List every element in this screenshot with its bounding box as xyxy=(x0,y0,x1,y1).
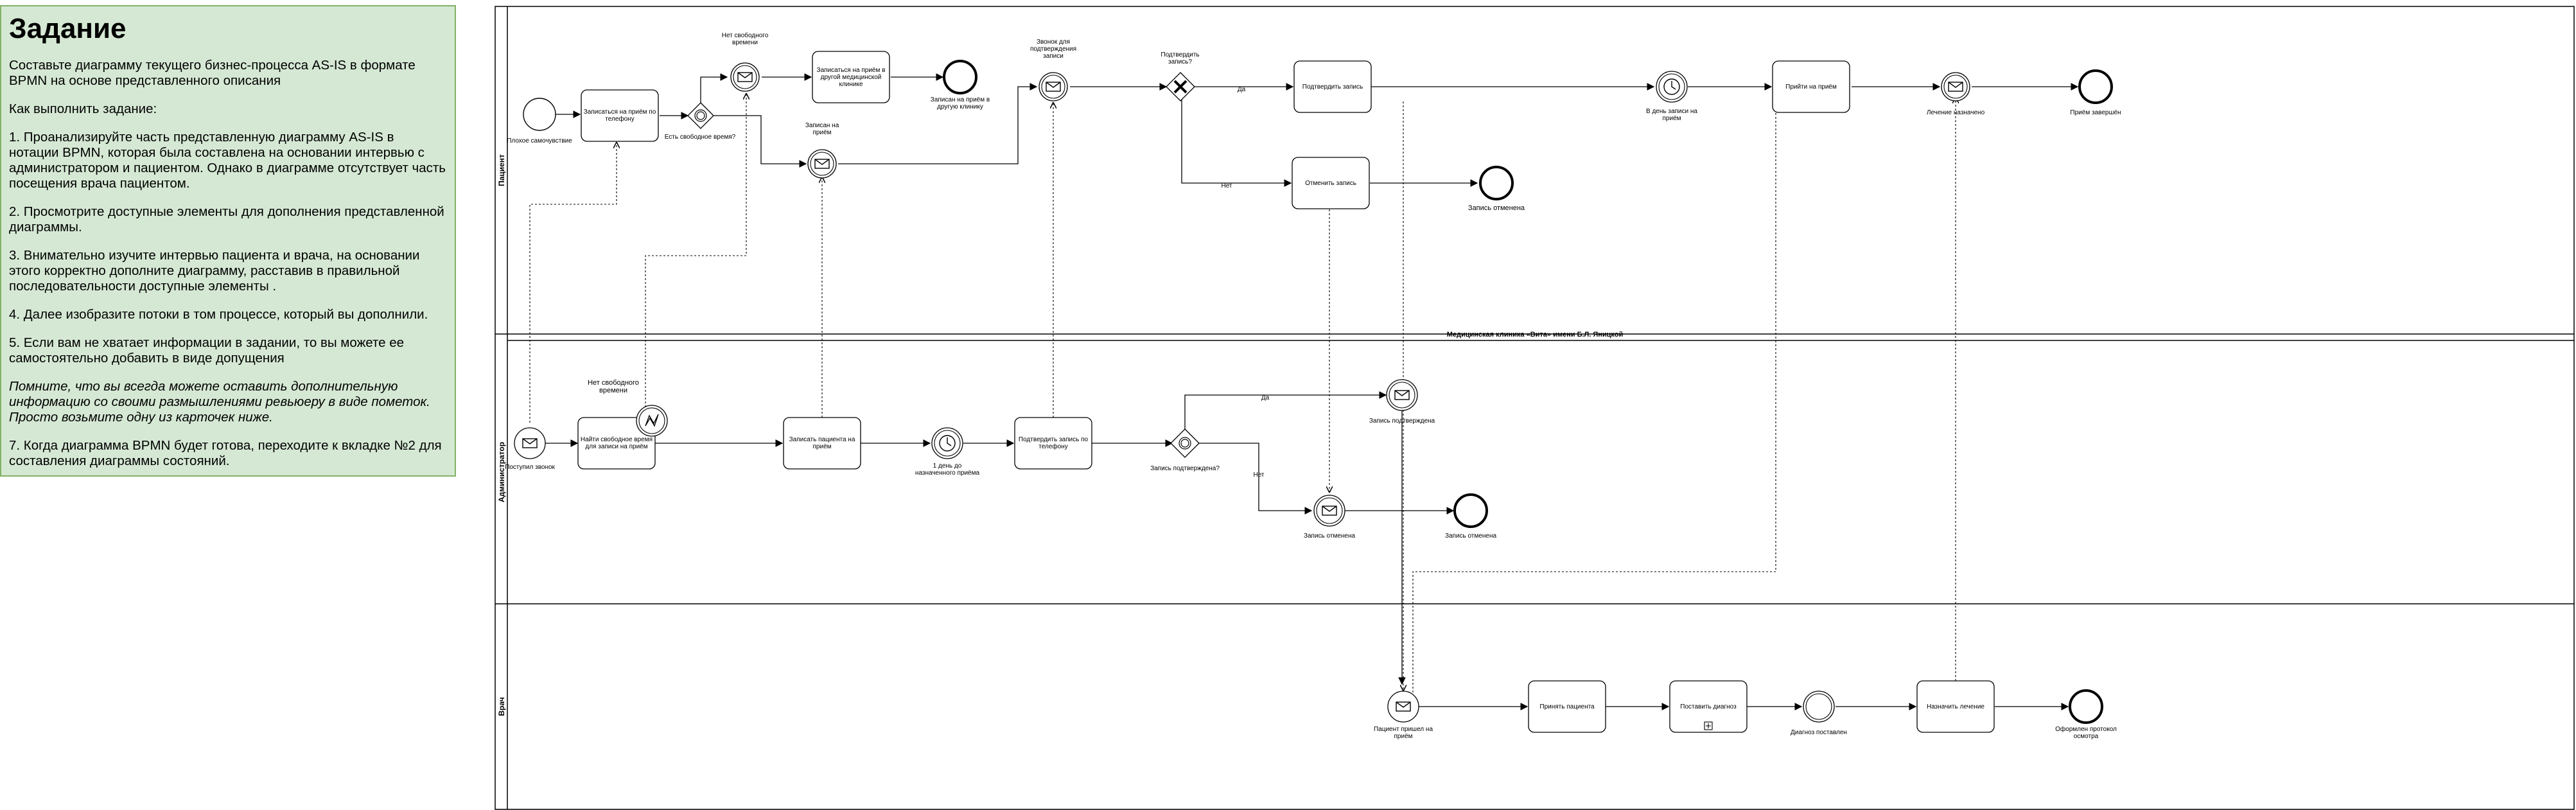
event-no-free-time-admin xyxy=(636,405,668,437)
event-no-free-time-patient-label: Нет свободного времени xyxy=(721,32,769,46)
start-bad-feeling-text: Плохое самочувствие xyxy=(507,137,572,145)
task-card: Задание Составьте диаграмму текущего биз… xyxy=(0,5,456,477)
task-book-other-clinic-label: Записаться на приём в другой медицинской… xyxy=(816,66,886,88)
timer-day-before-label: 1 день до назначенного приёма xyxy=(915,462,980,477)
task-step-2: 2. Просмотрите доступные элементы для до… xyxy=(9,204,444,234)
end-event-cancelled-patient xyxy=(1479,166,1514,200)
task-assign-treatment xyxy=(1916,680,1995,733)
task-book-patient xyxy=(783,417,861,470)
task-title: Задание xyxy=(9,13,127,44)
task-call-to-book xyxy=(581,89,659,142)
task-come-to-visit-label: Прийти на приём xyxy=(1785,83,1837,91)
event-treatment-assigned xyxy=(1941,72,1970,101)
expand-marker-icon xyxy=(1704,721,1713,730)
subprocess-diagnose xyxy=(1669,680,1748,733)
event-gateway-free-time xyxy=(687,102,714,129)
event-no-free-time-patient xyxy=(730,62,760,92)
start-event-patient-arrived xyxy=(1387,691,1419,723)
gateway-free-time-label: Есть свободное время? xyxy=(664,134,736,141)
envelope-icon xyxy=(1394,390,1410,400)
end-protocol-label: Оформлен протокол осмотра xyxy=(2055,726,2117,740)
task-book-patient-label: Записать пациента на приём xyxy=(789,436,855,450)
envelope-icon xyxy=(522,438,538,448)
event-booking-confirmed xyxy=(1386,379,1418,411)
event-booking-confirmed-label: Запись подтверждена xyxy=(1369,418,1435,425)
flow-label-no-patient: Нет xyxy=(1221,182,1232,189)
event-booking-cancelled-admin-label: Запись отменена xyxy=(1304,533,1356,540)
task-confirm-by-phone-label: Подтвердить запись по телефону xyxy=(1018,436,1089,450)
envelope-icon xyxy=(814,159,830,169)
end-event-cancelled-admin xyxy=(1453,493,1488,528)
task-find-free-time-label: Найти свободное время для записи на приё… xyxy=(580,436,653,450)
end-other-clinic-label: Записан на приём в другую клинику xyxy=(930,96,990,110)
envelope-icon xyxy=(737,72,753,82)
pool xyxy=(495,6,2575,810)
task-step-5: 5. Если вам не хватает информации в зада… xyxy=(9,335,405,365)
task-come-to-visit xyxy=(1772,60,1850,113)
end-event-other-clinic xyxy=(943,60,977,94)
event-booked-patient xyxy=(807,149,837,179)
task-call-to-book-label: Записаться на приём по телефону xyxy=(583,109,656,123)
task-step-3: 3. Внимательно изучите интервью пациента… xyxy=(9,248,420,294)
start-patient-arrived-label: Пациент пришел на приём xyxy=(1373,726,1433,740)
lane-patient-label: Пациент xyxy=(497,154,506,186)
task-step-7: 7. Когда диаграмма BPMN будет готова, пе… xyxy=(9,438,442,468)
pool-title: Медицинская клиника «Вита» имени Б.Л. Ян… xyxy=(1447,331,1624,339)
task-note: Помните, что вы всегда можете оставить д… xyxy=(9,379,430,425)
flow-label-yes-patient: Да xyxy=(1238,86,1246,93)
event-booked-patient-label: Записан на приём xyxy=(805,122,839,136)
task-confirm-booking xyxy=(1293,60,1372,113)
event-no-free-time-admin-label: Нет свободного времени xyxy=(588,379,639,394)
timer-day-of-visit-label: В день записи на приём xyxy=(1646,108,1697,122)
task-step-1: 1. Проанализируйте часть представленную … xyxy=(9,130,446,191)
task-assign-treatment-label: Назначить лечение xyxy=(1927,703,1985,710)
envelope-icon xyxy=(1948,82,1963,92)
event-gateway-confirmed xyxy=(1170,428,1200,458)
message-flows xyxy=(529,94,1956,700)
flow-label-yes-admin: Да xyxy=(1261,394,1270,401)
event-diagnosis-made-label: Диагноз поставлен xyxy=(1791,729,1847,736)
task-intro: Составьте диаграмму текущего бизнес-проц… xyxy=(9,58,416,88)
timer-event-day-of-visit xyxy=(1656,71,1688,103)
task-accept-patient xyxy=(1528,680,1606,733)
task-confirm-by-phone xyxy=(1014,417,1092,470)
end-visit-done-label: Приём завершён xyxy=(2070,109,2121,116)
event-confirm-call-label: Звонок для подтверждения записи xyxy=(1030,39,1077,60)
end-event-protocol xyxy=(2069,689,2103,724)
task-step-4: 4. Далее изобразите потоки в том процесс… xyxy=(9,307,428,322)
envelope-icon xyxy=(1046,82,1061,92)
timer-event-day-before xyxy=(931,427,963,459)
subprocess-diagnose-label: Поставить диагноз xyxy=(1680,703,1737,710)
event-treatment-assigned-label: Лечение назначено xyxy=(1927,109,1985,116)
lane-admin-label: Администратор xyxy=(497,442,506,502)
start-event-call-received xyxy=(514,427,546,459)
event-confirm-call-patient xyxy=(1038,72,1068,101)
task-confirm-booking-label: Подтвердить запись xyxy=(1302,83,1363,91)
end-event-visit-done xyxy=(2078,69,2113,104)
start-call-received-label: Поступил звонок xyxy=(505,464,555,471)
task-accept-patient-label: Принять пациента xyxy=(1539,703,1595,710)
exclusive-gateway-confirm xyxy=(1166,72,1195,101)
end-cancelled-admin-label: Запись отменена xyxy=(1445,533,1497,540)
task-how-to: Как выполнить задание: xyxy=(9,101,157,116)
error-icon xyxy=(645,414,659,427)
clock-icon xyxy=(939,435,956,452)
task-cancel-booking-label: Отменить запись xyxy=(1305,179,1356,187)
envelope-icon xyxy=(1322,506,1337,516)
task-book-other-clinic xyxy=(812,51,890,103)
flow-label-no-admin: Нет xyxy=(1253,471,1264,479)
envelope-icon xyxy=(1396,701,1411,712)
gateway-confirm-label: Подтвердить запись? xyxy=(1161,51,1200,66)
task-cancel-booking xyxy=(1292,157,1370,209)
end-cancelled-patient-label: Запись отменена xyxy=(1468,204,1525,212)
start-event-bad-feeling xyxy=(523,98,556,131)
lane-doctor-label: Врач xyxy=(497,697,506,716)
event-booking-cancelled-admin xyxy=(1313,495,1345,527)
event-diagnosis-made xyxy=(1803,691,1835,723)
task-find-free-time xyxy=(577,417,656,470)
gateway-confirmed-label: Запись подтверждена? xyxy=(1150,465,1220,472)
clock-icon xyxy=(1663,78,1680,95)
start-bad-feeling-label: Плохое самочувствие xyxy=(507,137,572,145)
